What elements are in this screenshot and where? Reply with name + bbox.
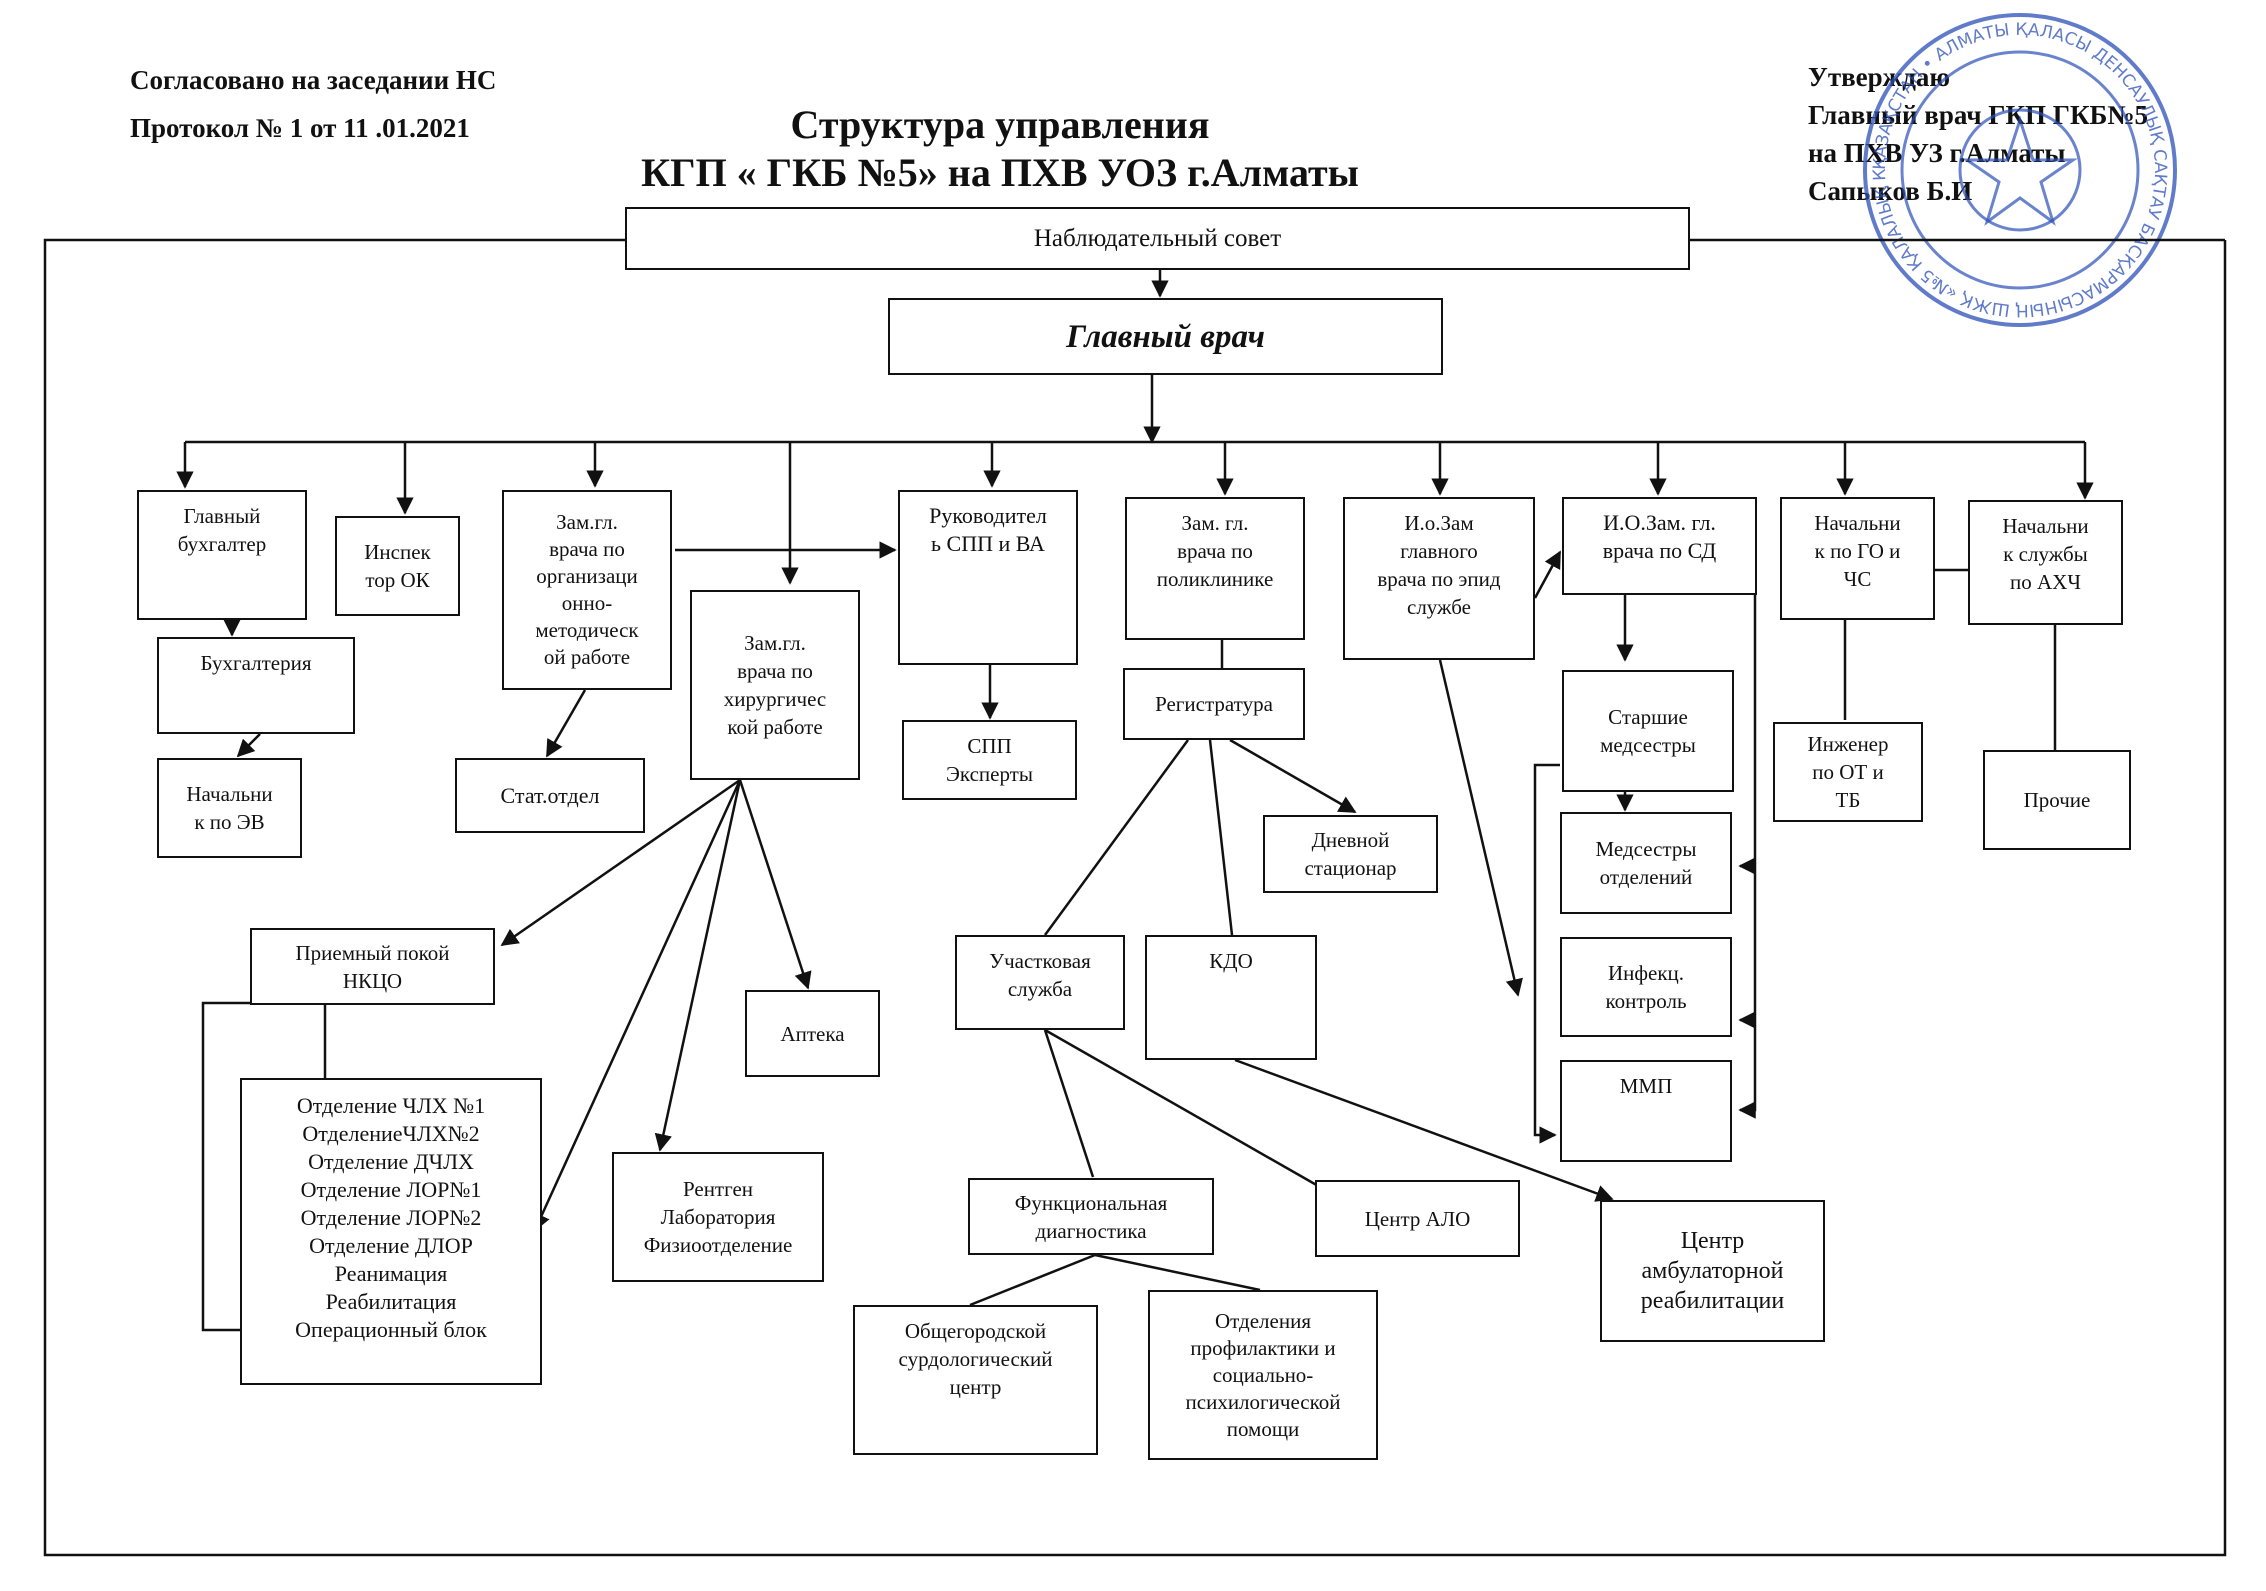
node-district-service: Участковая служба: [955, 935, 1125, 1030]
approved-line-1: Утверждаю: [1808, 62, 1951, 92]
node-xray-lab: Рентген Лаборатория Физиоотделение: [612, 1152, 824, 1282]
node-stat-dept: Стат.отдел: [455, 758, 645, 833]
node-infection-control: Инфекц. контроль: [1560, 937, 1732, 1037]
node-spp-experts: СПП Эксперты: [902, 720, 1077, 800]
node-head-go-chs: Начальни к по ГО и ЧС: [1780, 497, 1935, 620]
node-alo-center: Центр АЛО: [1315, 1180, 1520, 1257]
node-senior-nurses: Старшие медсестры: [1562, 670, 1734, 792]
node-hr-inspector: Инспек тор ОК: [335, 516, 460, 616]
node-engineer-ot-tb: Инженер по ОТ и ТБ: [1773, 722, 1923, 822]
node-kdo: КДО: [1145, 935, 1317, 1060]
department-item: Реанимация: [334, 1261, 448, 1286]
department-item: Отделение ЛОР№1: [300, 1177, 482, 1202]
node-deputy-epid: И.о.Зам главного врача по эпид службе: [1343, 497, 1535, 660]
node-prevention-depts: Отделения профилактики и социально- псих…: [1148, 1290, 1378, 1460]
node-dept-nurses: Медсестры отделений: [1560, 812, 1732, 914]
node-mmp: ММП: [1560, 1060, 1732, 1162]
official-stamp: ҚАЗАҚСТАН • АЛМАТЫ ҚАЛАСЫ ДЕНСАУЛЫҚ САҚТ…: [1855, 10, 2177, 327]
node-deputy-polyclinic: Зам. гл. врача по поликлинике: [1125, 497, 1305, 640]
approved-line-4: Сапыков Б.И: [1808, 176, 1973, 206]
node-supervisory-board: Наблюдательный совет: [625, 207, 1690, 270]
approved-line-3: на ПХВ УЗ г.Алматы: [1808, 138, 2066, 168]
node-surdology-center: Общегородской сурдологический центр: [853, 1305, 1098, 1455]
node-deputy-nursing: И.О.Зам. гл. врача по СД: [1562, 497, 1757, 595]
node-others: Прочие: [1983, 750, 2131, 850]
department-item: Отделение ЧЛХ №1: [296, 1093, 486, 1118]
node-head-ahch: Начальни к службы по АХЧ: [1968, 500, 2123, 625]
node-departments-list: Отделение ЧЛХ №1 ОтделениеЧЛХ№2 Отделени…: [240, 1078, 542, 1385]
agreed-line-1: Согласовано на заседании НС: [130, 65, 497, 95]
approved-line-2: Главный врач ГКП ГКБ№5: [1808, 100, 2149, 130]
node-head-ev: Начальни к по ЭВ: [157, 758, 302, 858]
agreed-line-2: Протокол № 1 от 11 .01.2021: [130, 113, 470, 143]
title-line-1: Структура управления: [790, 102, 1210, 147]
department-item: Реабилитация: [325, 1289, 457, 1314]
department-item: Отделение ДЧЛХ: [308, 1149, 474, 1174]
node-head-spp-va: Руководител ь СПП и ВА: [898, 490, 1078, 665]
node-reception: Приемный покой НКЦО: [250, 928, 495, 1005]
node-rehab-center: Центр амбулаторной реабилитации: [1600, 1200, 1825, 1342]
node-functional-diag: Функциональная диагностика: [968, 1178, 1214, 1255]
node-deputy-surgical: Зам.гл. врача по хирургичес кой работе: [690, 590, 860, 780]
department-item: Операционный блок: [295, 1317, 487, 1342]
node-chief-accountant: Главный бухгалтер: [137, 490, 307, 620]
department-item: ОтделениеЧЛХ№2: [302, 1121, 480, 1146]
node-pharmacy: Аптека: [745, 990, 880, 1077]
node-deputy-org-method: Зам.гл. врача по организаци онно- методи…: [502, 490, 672, 690]
node-chief-doctor: Главный врач: [888, 298, 1443, 375]
node-registry: Регистратура: [1123, 668, 1305, 740]
department-item: Отделение ЛОР№2: [300, 1205, 482, 1230]
node-accounting: Бухгалтерия: [157, 637, 355, 734]
title-line-2: КГП « ГКБ №5» на ПХВ УОЗ г.Алматы: [641, 150, 1359, 195]
department-item: Отделение ДЛОР: [309, 1233, 473, 1258]
node-day-hospital: Дневной стационар: [1263, 815, 1438, 893]
